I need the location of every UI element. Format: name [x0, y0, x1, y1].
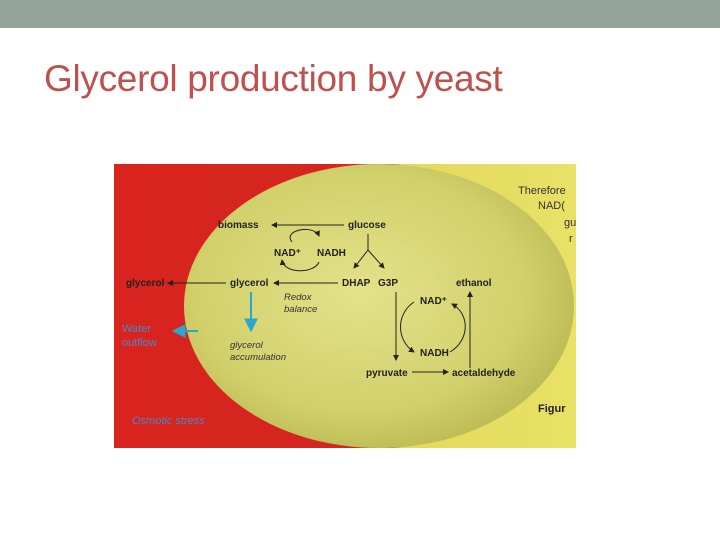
- label-nadh-bottom: NADH: [420, 348, 449, 359]
- label-accumulation: accumulation: [230, 352, 286, 363]
- arrow-nad-cycle-bottom-right: [449, 303, 466, 353]
- label-glucose: glucose: [348, 220, 386, 231]
- arrow-nad-cycle-bottom-left: [400, 301, 415, 353]
- side-text-therefore: Therefore: [518, 185, 566, 197]
- label-g3p: G3P: [378, 278, 398, 289]
- arrow-nad-cycle-top: [289, 228, 320, 243]
- label-pyruvate: pyruvate: [366, 368, 408, 379]
- label-glycerol-outside: glycerol: [126, 278, 165, 289]
- side-text-r: r: [569, 233, 573, 245]
- label-ethanol: ethanol: [456, 278, 492, 289]
- label-nad-plus-top: NAD⁺: [274, 248, 301, 259]
- arrow-nadh-cycle-top: [279, 259, 320, 272]
- side-text-nad: NAD(: [538, 200, 565, 212]
- pathway-diagram: Therefore NAD( gu r Figur biomass glucos…: [114, 164, 576, 448]
- figure-caption: Figur: [538, 403, 566, 415]
- label-water: Water: [122, 323, 151, 335]
- top-banner: [0, 0, 720, 28]
- label-redox: Redox: [284, 292, 313, 303]
- arrow-to-dhap: [353, 249, 369, 269]
- label-glycerol-accum: glycerol: [230, 340, 264, 351]
- yeast-cell: [184, 164, 574, 448]
- label-osmotic-stress: Osmotic stress: [132, 415, 205, 427]
- slide-title: Glycerol production by yeast: [44, 58, 503, 99]
- label-acetaldehyde: acetaldehyde: [452, 368, 516, 379]
- label-outflow: outflow: [122, 337, 157, 349]
- label-balance: balance: [284, 304, 317, 315]
- side-text-gu: gu: [564, 217, 576, 229]
- glycerol-pathway-figure: Therefore NAD( gu r Figur biomass glucos…: [114, 164, 576, 448]
- arrow-to-g3p: [367, 249, 385, 269]
- label-glycerol-inside: glycerol: [230, 278, 269, 289]
- label-nadh-top: NADH: [317, 248, 346, 259]
- label-nad-plus-bottom: NAD⁺: [420, 296, 447, 307]
- label-biomass: biomass: [218, 220, 259, 231]
- label-dhap: DHAP: [342, 278, 371, 289]
